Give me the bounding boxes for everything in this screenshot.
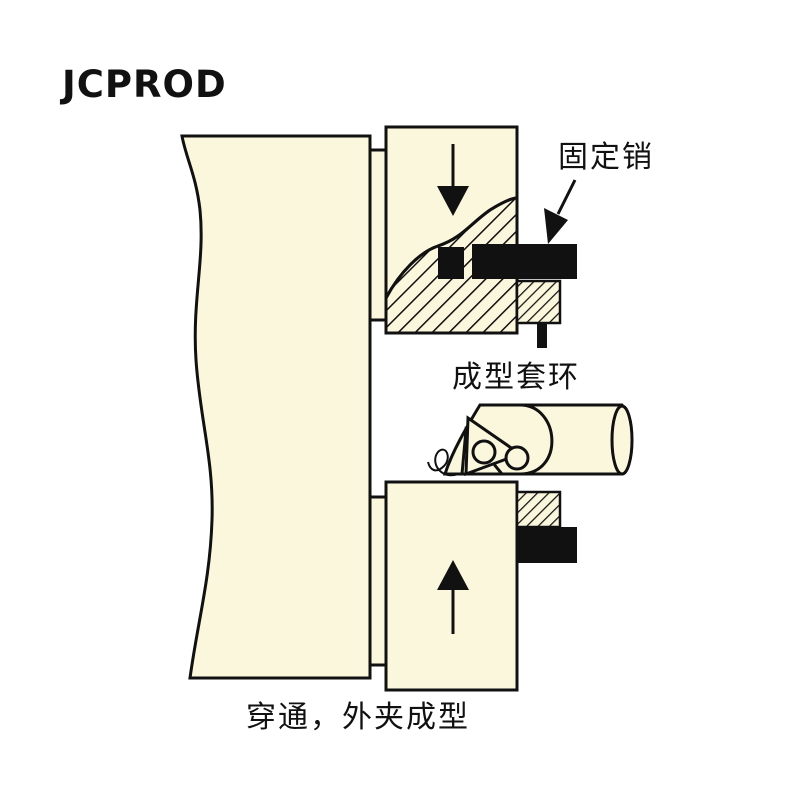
upper-neck <box>368 148 388 322</box>
upper-pin-hatched <box>515 279 562 325</box>
insert-screw-left <box>471 439 497 465</box>
lower-pin-bar <box>517 527 577 563</box>
chip-curl <box>427 448 459 477</box>
brand-logo: JCPROD <box>62 63 227 106</box>
upper-small-block <box>438 247 464 279</box>
forming-ring-tool <box>427 403 634 477</box>
diagram-caption: 穿通，外夹成型 <box>246 700 470 735</box>
insert-screw-right <box>504 445 530 471</box>
arrow-up-icon <box>437 560 469 634</box>
leader-arrow-icon <box>544 179 577 244</box>
arrow-down-icon <box>437 144 469 216</box>
workpiece-bar <box>180 134 372 680</box>
lower-neck <box>368 495 388 667</box>
label-locating-pin: 固定销 <box>558 140 654 175</box>
lower-pin-hatched <box>515 490 562 529</box>
locating-pin-bar <box>472 244 577 279</box>
lower-tool <box>384 480 519 692</box>
label-forming-ring: 成型套环 <box>452 360 580 395</box>
upper-tool <box>384 125 519 335</box>
upper-pin-stem <box>537 323 547 348</box>
